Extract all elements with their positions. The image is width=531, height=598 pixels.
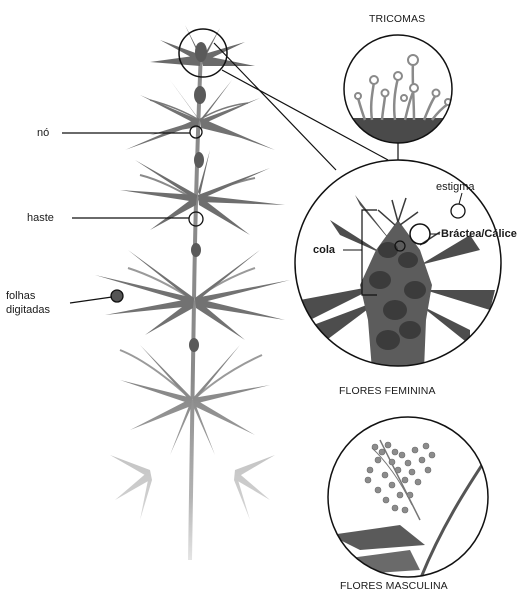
folhas-pointer-line: [70, 297, 112, 303]
label-folhas-line1: folhas: [6, 290, 35, 303]
label-estigma: estigma: [436, 181, 475, 194]
leaf-marker: [111, 290, 123, 302]
cannabis-plant-illustration: [80, 25, 320, 593]
label-haste: haste: [27, 212, 54, 225]
label-tricomas: TRICOMAS: [369, 13, 425, 25]
label-flores-feminina: FLORES FEMININA: [339, 385, 436, 397]
stigma-marker: [451, 204, 465, 218]
label-no: nó: [37, 127, 49, 140]
trichomes-zoom-circle: [340, 35, 460, 148]
male-flower-zoom-circle: [328, 417, 492, 580]
label-cola: cola: [313, 244, 335, 257]
label-flores-masculina: FLORES MASCULINA: [340, 580, 448, 592]
label-bractea: Bráctea/Cálice: [441, 228, 517, 241]
label-folhas-line2: digitadas: [6, 304, 50, 317]
